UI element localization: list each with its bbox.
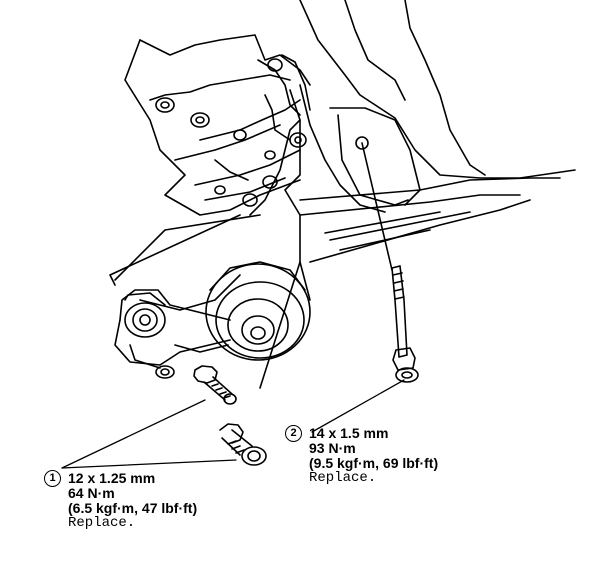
casing-bolt: [289, 132, 307, 148]
casing-bolt: [262, 175, 278, 189]
callout-number-2: 2: [285, 425, 302, 442]
mount-bracket: [109, 89, 311, 389]
callout-1-note: Replace.: [68, 515, 136, 531]
subframe-structure: [299, 0, 576, 263]
casing-bolt: [214, 185, 226, 195]
callout-number-1: 1: [44, 470, 61, 487]
casing-bolt: [190, 112, 210, 128]
callout-2-torque-alt: (9.5 kgf·m, 69 lbf·ft): [309, 455, 439, 471]
callout-2-note: Replace.: [309, 470, 377, 486]
callout-2-bolt-size: 14 x 1.5 mm: [309, 425, 389, 441]
casing-bolt: [264, 150, 276, 160]
callout-1-torque-nm: 64 N·m: [68, 485, 115, 501]
casing-bolt: [267, 58, 283, 72]
callout-1: 12 x 1.25 mm 64 N·m (6.5 kgf·m, 47 lbf·f…: [68, 471, 197, 531]
callout-1-bolt-size: 12 x 1.25 mm: [68, 470, 156, 486]
bolt-1-upper: [193, 365, 237, 405]
callout-2-torque-nm: 93 N·m: [309, 440, 356, 456]
casing-bolt: [233, 129, 247, 141]
round-mount: [205, 261, 311, 361]
torque-rod: [114, 289, 231, 379]
callout-1-torque-alt: (6.5 kgf·m, 47 lbf·ft): [68, 500, 198, 516]
callout-2: 14 x 1.5 mm 93 N·m (9.5 kgf·m, 69 lbf·ft…: [309, 426, 438, 486]
casing-bolt: [155, 97, 175, 113]
leader-lines: [61, 379, 405, 469]
bolt-2: [361, 142, 419, 383]
casing-bolt: [242, 193, 258, 207]
engine-casing: [124, 34, 311, 216]
bolt-1-lower: [219, 423, 267, 466]
